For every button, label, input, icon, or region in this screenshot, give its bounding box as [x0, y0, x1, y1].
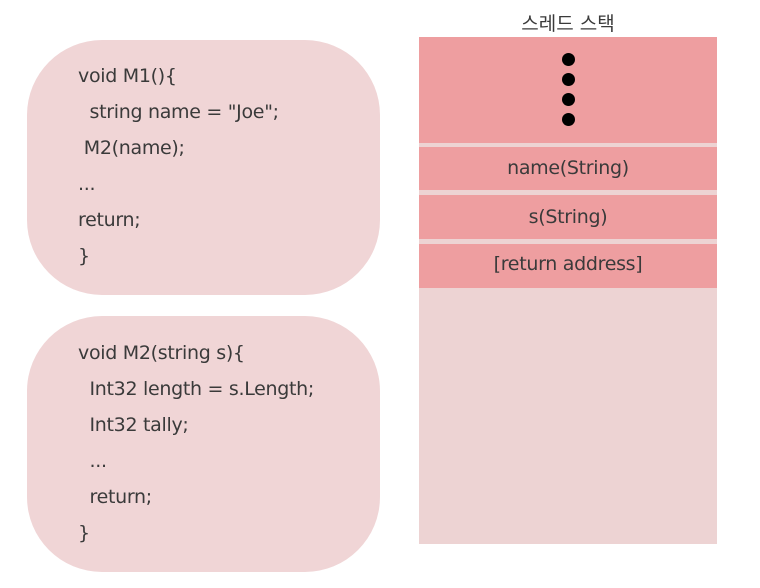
- m1-code-line-3: M2(name);: [78, 137, 185, 159]
- m2-code-line-5: return;: [78, 486, 152, 508]
- m1-code-line-2: string name = "Joe";: [78, 101, 279, 123]
- ellipsis-dot-icon: [562, 93, 575, 106]
- m2-code-box: void M2(string s){ Int32 length = s.Leng…: [27, 316, 380, 572]
- m2-code-line-1: void M2(string s){: [78, 342, 245, 364]
- m1-code-line-5: return;: [78, 209, 141, 231]
- ellipsis-dot-icon: [562, 53, 575, 66]
- m2-code-line-4: ...: [78, 450, 107, 472]
- m1-code-line-1: void M1(){: [78, 65, 177, 87]
- stack-frame-name: name(String): [419, 147, 717, 190]
- m2-code-line-2: Int32 length = s.Length;: [78, 378, 315, 400]
- m1-code-box: void M1(){ string name = "Joe"; M2(name)…: [27, 40, 380, 295]
- m2-code-line-6: }: [78, 522, 90, 544]
- ellipsis-dot-icon: [562, 113, 575, 126]
- ellipsis-dot-icon: [562, 73, 575, 86]
- thread-stack: name(String) s(String) [return address]: [419, 37, 717, 544]
- stack-frame-return-address: [return address]: [419, 244, 717, 288]
- m1-code-line-6: }: [78, 245, 90, 267]
- m2-code-line-3: Int32 tally;: [78, 414, 189, 436]
- stack-frame-s: s(String): [419, 195, 717, 239]
- m1-code-line-4: ...: [78, 173, 96, 195]
- stack-upper-frames: [419, 37, 717, 143]
- thread-stack-title: 스레드 스택: [521, 13, 615, 35]
